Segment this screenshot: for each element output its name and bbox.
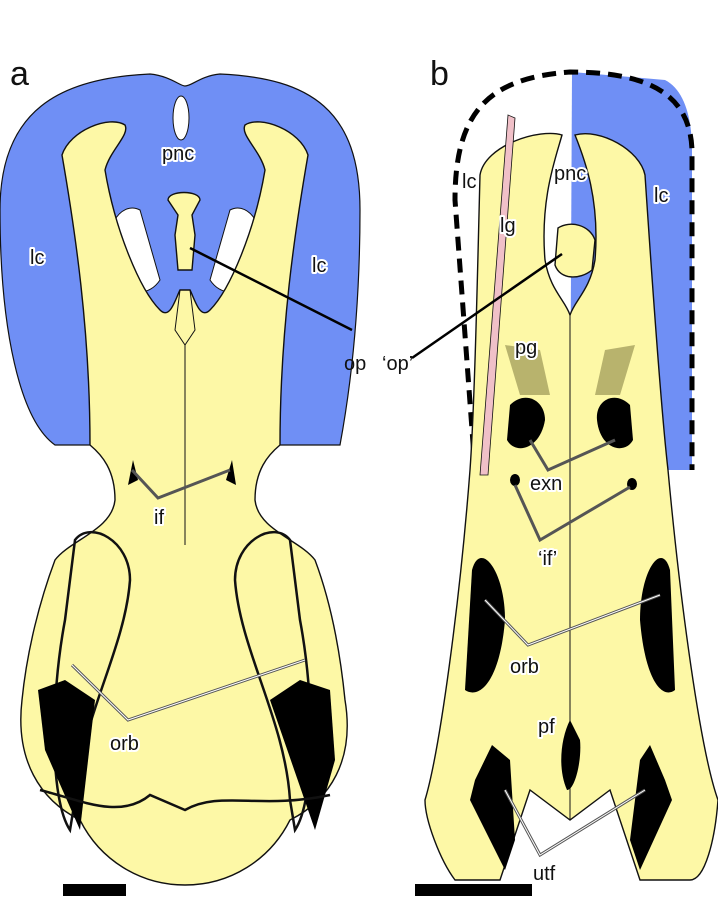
- panel-a: a pnc lc lc op if orb: [0, 55, 366, 896]
- olfactory-process-b: [554, 223, 596, 278]
- utf-right-b: [630, 745, 672, 870]
- label-exn-b: exn: [530, 473, 562, 495]
- label-lc-right-b: lc: [654, 185, 668, 207]
- label-pnc-a: pnc: [162, 143, 194, 165]
- label-pnc-b: pnc: [554, 163, 586, 185]
- label-if-a: if: [154, 507, 164, 529]
- panel-b-letter: b: [430, 55, 449, 93]
- orbit-right-b: [640, 558, 675, 693]
- midline-fenestra-a: [172, 95, 190, 141]
- orbit-left-a: [38, 680, 95, 830]
- label-lc-left-b: lc: [462, 171, 476, 193]
- label-lc-right-a: lc: [312, 255, 326, 277]
- orbit-right-a: [270, 680, 335, 830]
- scale-bar-b: [415, 884, 532, 896]
- label-op-a: op: [344, 353, 366, 375]
- exn-left-b: [507, 397, 545, 449]
- label-pg-b: pg: [515, 337, 537, 359]
- label-lc-left-a: lc: [30, 247, 44, 269]
- panel-a-letter: a: [10, 55, 29, 93]
- panel-b: b ‘op’ lc pnc lc lg pg exn ‘if’ orb pf u…: [382, 55, 718, 896]
- scale-bar-a: [63, 884, 126, 896]
- exn-right-b: [596, 397, 633, 449]
- reconstructed-outline-b: [452, 69, 695, 471]
- label-orb-a: orb: [110, 733, 139, 755]
- label-if-b: ‘if’: [538, 548, 557, 570]
- label-utf-b: utf: [533, 863, 556, 885]
- olfactory-process-a: [167, 191, 201, 271]
- label-pf-b: pf: [538, 716, 555, 738]
- lg-region-b: [479, 114, 516, 476]
- label-lg-b: lg: [500, 215, 516, 237]
- utf-left-b: [470, 745, 515, 870]
- label-orb-b: orb: [510, 656, 539, 678]
- pineal-foramen-b: [561, 720, 581, 790]
- orbit-left-b: [465, 558, 505, 693]
- label-op-b: ‘op’: [382, 353, 413, 375]
